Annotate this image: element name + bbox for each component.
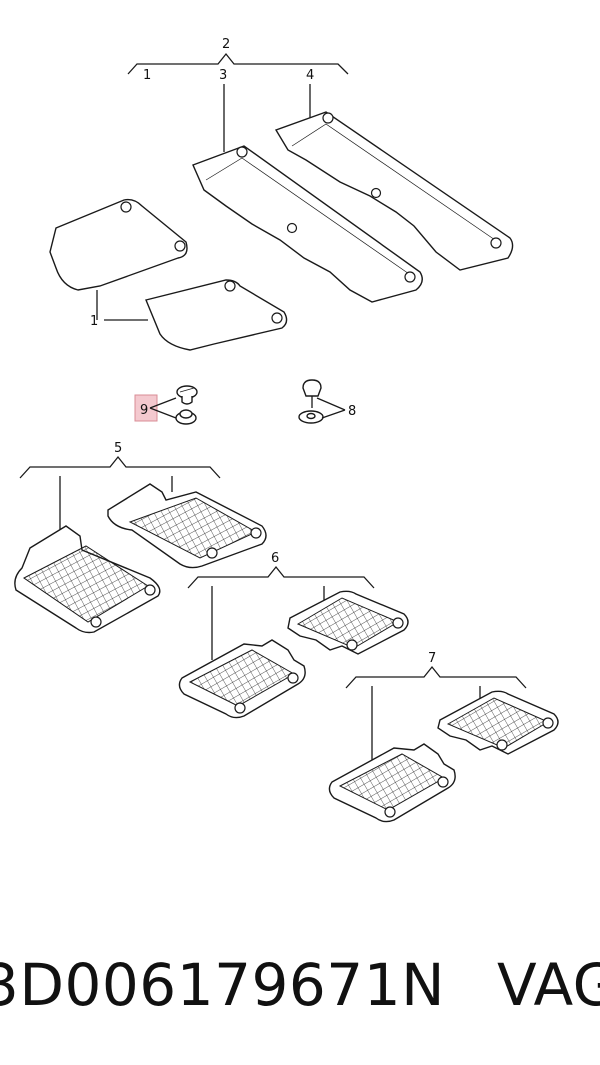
callout-1-left: 1: [90, 314, 98, 329]
callout-6: 6: [271, 551, 279, 566]
carpet-rear-right: [274, 111, 514, 271]
rubber-mat-rear-left-a: [178, 639, 306, 719]
brand-name: VAG: [497, 951, 600, 1019]
rubber-mat-rear-right-b: [437, 690, 559, 755]
carpet-front-right: [145, 279, 288, 351]
callout-group-1: 1: [90, 290, 148, 329]
callout-group-8: 8: [298, 379, 356, 424]
callout-7: 7: [428, 651, 436, 666]
fastener-clip: [176, 385, 198, 405]
callout-group-2: 2 1 3 4: [127, 37, 349, 152]
callout-5: 5: [114, 441, 122, 456]
callout-2: 2: [222, 37, 230, 52]
fastener-grommet: [175, 409, 197, 425]
callout-1-top: 1: [143, 68, 151, 83]
rubber-mat-rear-left-b: [328, 743, 456, 823]
carpet-front-left: [49, 198, 188, 291]
rubber-mat-rear-right-a: [287, 590, 409, 655]
rubber-mat-front-left: [14, 525, 161, 634]
callout-4: 4: [306, 68, 314, 83]
callout-9-highlight: [134, 394, 158, 422]
part-number: 3D006179671N: [0, 951, 445, 1019]
carpet-rear-left: [192, 145, 423, 303]
callout-9: 9: [140, 403, 148, 418]
callout-8: 8: [348, 404, 356, 419]
callout-group-7: 7: [345, 651, 527, 762]
parts-diagram: 2 1 3 4 1 9: [14, 37, 559, 823]
callout-group-6: 6: [187, 551, 375, 660]
rubber-mat-front-right: [107, 483, 267, 569]
callout-3: 3: [219, 68, 227, 83]
callout-group-9: 9: [134, 385, 198, 425]
part-caption: 3D006179671N VAG: [0, 930, 600, 1040]
